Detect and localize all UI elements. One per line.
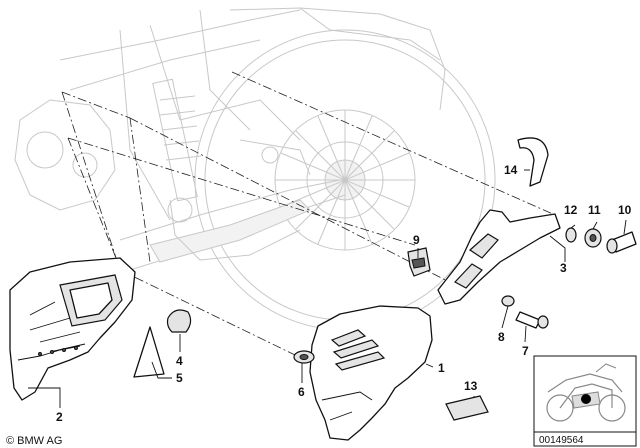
callout-9: 9 (413, 233, 420, 247)
callout-4: 4 (176, 354, 183, 368)
part-1-main-cover (309, 305, 433, 441)
part-8-washer (501, 295, 515, 307)
part-7-screw (515, 311, 549, 329)
callout-5: 5 (176, 371, 183, 385)
callout-14: 14 (504, 163, 518, 177)
location-marker-dot (581, 394, 591, 404)
callout-11: 11 (588, 203, 601, 217)
callout-7: 7 (522, 344, 529, 358)
callout-13: 13 (464, 379, 478, 393)
callout-3: 3 (560, 261, 567, 275)
part-10-bolt (606, 231, 637, 254)
callout-10: 10 (618, 203, 632, 217)
part-5-triangle-seal (133, 326, 165, 378)
motorcycle-ghost-outline (14, 7, 496, 331)
locator-thumbnail: 00149564 (533, 355, 637, 447)
callout-1: 1 (438, 361, 445, 375)
callout-2: 2 (56, 410, 63, 424)
part-11-spacer (584, 228, 602, 248)
callout-12: 12 (564, 203, 578, 217)
callout-labels: 1 2 3 4 5 6 7 8 9 10 11 12 13 14 (56, 163, 632, 424)
part-12-washer (565, 227, 577, 243)
reference-number: 00149564 (539, 435, 584, 446)
part-9-clip-nut (407, 247, 431, 277)
part-4-rubber-plug (166, 309, 192, 333)
leader-lines (28, 169, 627, 408)
part-3-bracket-cover (437, 209, 561, 305)
copyright-text: © BMW AG (6, 435, 62, 447)
part-13-pad (445, 395, 489, 421)
part-14-hose (517, 137, 549, 187)
part-6-grommet (293, 350, 315, 364)
part-2-left-cover (9, 257, 136, 401)
callout-8: 8 (498, 330, 505, 344)
callout-6: 6 (298, 385, 305, 399)
